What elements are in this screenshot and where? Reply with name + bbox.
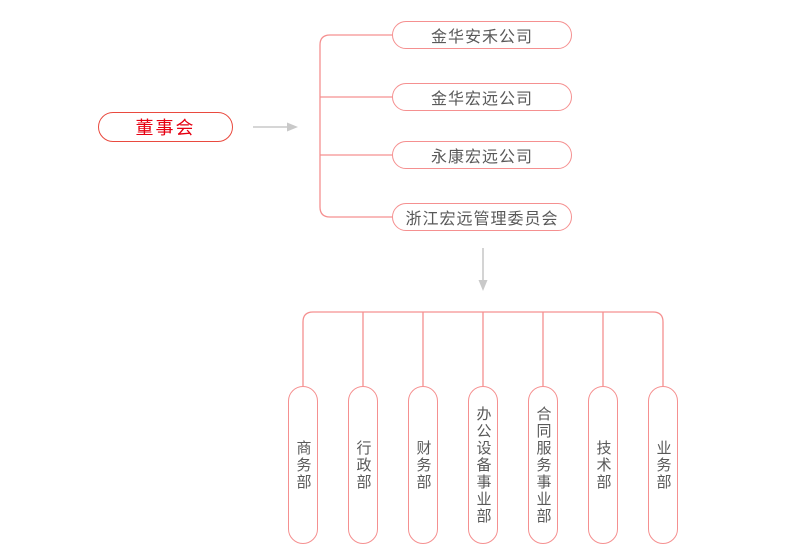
company-node-4: 浙江宏远管理委员会 [392, 203, 572, 231]
department-node-7-label: 业务部 [654, 439, 673, 491]
department-node-6-label: 技术部 [594, 439, 613, 491]
board-node-label: 董事会 [135, 118, 196, 139]
company-node-2: 金华宏远公司 [392, 83, 572, 111]
company-node-1: 金华安禾公司 [392, 21, 572, 49]
companies-bracket-connector [319, 34, 392, 218]
right-arrow-icon [253, 122, 298, 132]
department-node-3-label: 财务部 [414, 439, 433, 491]
department-node-5: 合同服务事业部 [528, 386, 558, 544]
company-node-4-label: 浙江宏远管理委员会 [405, 209, 559, 228]
department-node-2: 行政部 [348, 386, 378, 544]
down-arrow-icon [478, 248, 488, 291]
department-node-6: 技术部 [588, 386, 618, 544]
department-node-3: 财务部 [408, 386, 438, 544]
company-node-2-label: 金华宏远公司 [430, 89, 533, 108]
company-node-3: 永康宏远公司 [392, 141, 572, 169]
board-node: 董事会 [98, 112, 233, 142]
company-node-1-label: 金华安禾公司 [430, 27, 533, 46]
department-node-4-label: 办公设备事业部 [474, 405, 493, 525]
department-node-1: 商务部 [288, 386, 318, 544]
department-node-1-label: 商务部 [294, 439, 313, 491]
department-node-2-label: 行政部 [354, 439, 373, 491]
department-node-4: 办公设备事业部 [468, 386, 498, 544]
company-node-3-label: 永康宏远公司 [430, 147, 533, 166]
departments-tree-connector [302, 311, 664, 386]
department-node-7: 业务部 [648, 386, 678, 544]
department-node-5-label: 合同服务事业部 [534, 405, 553, 525]
